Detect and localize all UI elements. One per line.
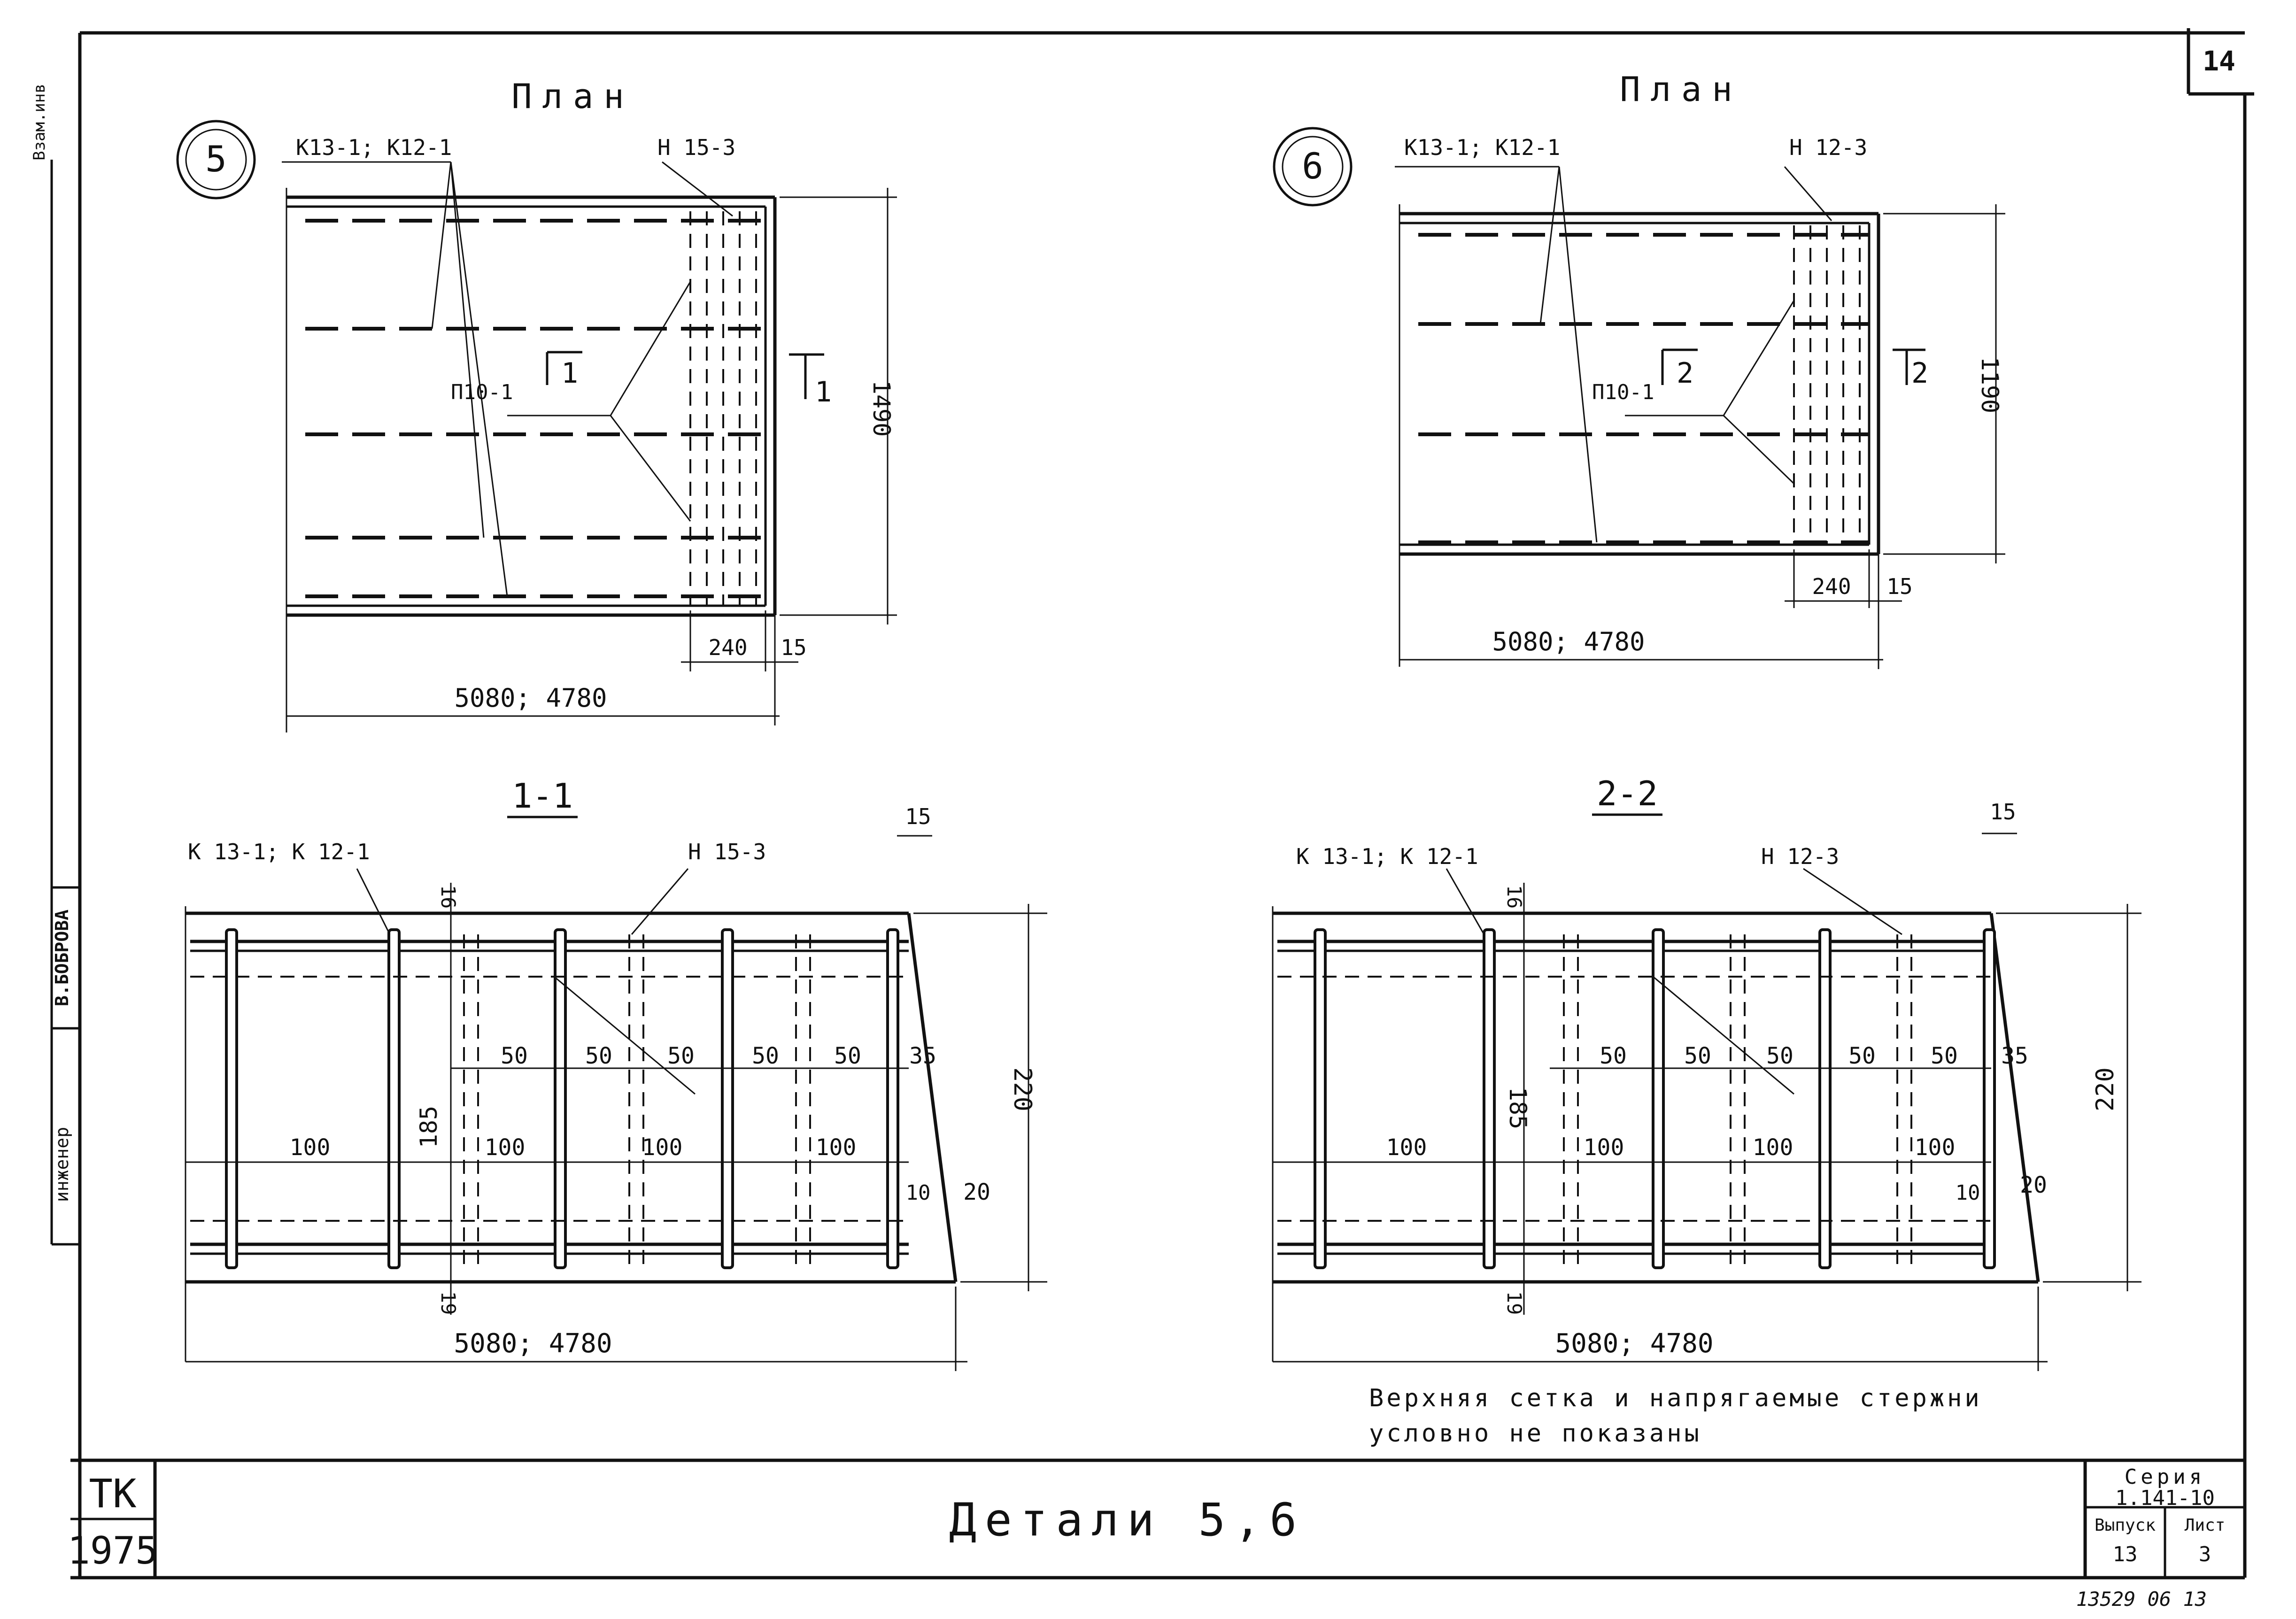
issue-value: 13: [2113, 1542, 2138, 1566]
detail6-mark-n: Н 12-3: [1789, 135, 1867, 160]
detail6-dim-240: 240: [1812, 574, 1851, 599]
sheet-frame: [50, 28, 2254, 1580]
detail5-number: 5: [205, 138, 227, 180]
section2-dim-100: 100: [1584, 1134, 1624, 1161]
section2-dim-50: 50: [1848, 1043, 1876, 1069]
note-line2: условно не показаны: [1369, 1419, 1702, 1448]
section1-dim-100: 100: [290, 1134, 331, 1161]
sheet-value: 3: [2199, 1542, 2211, 1566]
section1-dim-35: 35: [909, 1043, 936, 1069]
stamp-tk: ТК: [89, 1471, 137, 1517]
section2-dim-10: 10: [1956, 1181, 1980, 1205]
section1-dim-20: 20: [963, 1179, 990, 1205]
series-label: Серия: [2125, 1465, 2205, 1489]
detail5-dim-15: 15: [781, 635, 806, 660]
detail5-section-mark-right: 1: [815, 376, 832, 409]
section1-dim-15: 15: [905, 804, 931, 829]
detail5-mark-k: К13-1; К12-1: [296, 135, 452, 160]
stamp-year: 1975: [68, 1529, 158, 1573]
section2-dim-50: 50: [1931, 1043, 1958, 1069]
sheet-label: Лист: [2185, 1516, 2226, 1535]
section1-dim-50: 50: [667, 1043, 695, 1069]
detail5-section-mark-left: 1: [561, 357, 578, 390]
detail5-dim-height: 1490: [868, 380, 895, 437]
section1-dim-50: 50: [752, 1043, 779, 1069]
section2-dim-length: 5080; 4780: [1555, 1328, 1713, 1359]
section2-dim-19: 19: [1503, 1291, 1526, 1315]
section2-dim-16: 16: [1503, 885, 1526, 909]
detail6-dim-15: 15: [1886, 574, 1912, 599]
sheet-title: Детали 5,6: [949, 1494, 1305, 1546]
section1-dim-100: 100: [485, 1134, 526, 1161]
detail6-section-mark-left: 2: [1677, 357, 1693, 390]
section2-dim-100: 100: [1386, 1134, 1427, 1161]
section2-dim-50: 50: [1766, 1043, 1794, 1069]
section2-dim-50: 50: [1600, 1043, 1627, 1069]
section1-title: 1-1: [512, 776, 573, 816]
section2: 2-2 К 13-1; К 12-1 Н 12-3 15 16 1: [1272, 774, 2141, 1448]
detail6-number: 6: [1302, 145, 1323, 187]
detail5-mark-p: П10-1: [451, 380, 513, 404]
section1-dim-length: 5080; 4780: [454, 1328, 612, 1359]
issue-label: Выпуск: [2095, 1516, 2156, 1535]
section2-mark-k: К 13-1; К 12-1: [1296, 844, 1478, 869]
section1-dim-50: 50: [585, 1043, 612, 1069]
section2-dim-35: 35: [2001, 1043, 2028, 1069]
section1-mark-k: К 13-1; К 12-1: [188, 839, 370, 864]
detail5-plan: План 5 К13-1; К12-1 Н 15-3: [176, 77, 897, 732]
section1-dim-10: 10: [906, 1181, 931, 1205]
detail5-dim-length: 5080; 4780: [454, 683, 607, 713]
detail6-mark-p: П10-1: [1592, 380, 1654, 404]
section1-dim-185: 185: [415, 1106, 442, 1148]
detail6-plan-title: План: [1620, 69, 1742, 109]
side-name: В.БОБРОВА: [52, 910, 72, 1006]
side-engineer: инженер: [52, 1127, 72, 1202]
section2-dim-50: 50: [1684, 1043, 1711, 1069]
section1-dim-220: 220: [1008, 1067, 1036, 1111]
section2-dim-220: 220: [2091, 1067, 2119, 1111]
detail5-mark-n: Н 15-3: [657, 135, 735, 160]
section1-dim-100: 100: [816, 1134, 857, 1161]
section1-dim-19: 19: [437, 1291, 460, 1315]
detail6-dim-length: 5080; 4780: [1492, 627, 1645, 656]
section1-dim-50: 50: [834, 1043, 861, 1069]
section2-dim-185: 185: [1504, 1087, 1531, 1129]
section1-dim-100: 100: [642, 1134, 683, 1161]
section1-dim-16: 16: [437, 885, 460, 909]
section1-dim-50: 50: [501, 1043, 528, 1069]
side-stamp-top: Взам.инв: [30, 84, 49, 161]
section2-dim-20: 20: [2020, 1172, 2047, 1198]
section2-mark-n: Н 12-3: [1761, 844, 1839, 869]
detail6-dim-height: 1190: [1976, 357, 2003, 413]
section2-dim-15: 15: [1990, 799, 2016, 825]
section2-dim-100: 100: [1915, 1134, 1956, 1161]
detail6-plan: План 6 К13-1; К12-1 Н 12-3 П10-1 2 2: [1273, 69, 2005, 669]
series-value: 1.141-10: [2115, 1486, 2215, 1510]
detail6-section-mark-right: 2: [1911, 357, 1928, 390]
inventory-number: 13529 06 13: [2076, 1588, 2207, 1611]
detail5-plan-title: План: [511, 77, 634, 116]
detail6-mark-k: К13-1; К12-1: [1404, 135, 1560, 160]
sheet-number: 14: [2203, 45, 2235, 77]
section2-dim-100: 100: [1753, 1134, 1794, 1161]
note-line1: Верхняя сетка и напрягаемые стержни: [1369, 1384, 1982, 1412]
section1-mark-n: Н 15-3: [688, 839, 766, 864]
section2-title: 2-2: [1597, 774, 1658, 813]
section1: 1-1 К 13-1; К 12-1 Н 15-3 15 16 1: [185, 776, 1047, 1371]
detail5-dim-240: 240: [708, 635, 747, 660]
